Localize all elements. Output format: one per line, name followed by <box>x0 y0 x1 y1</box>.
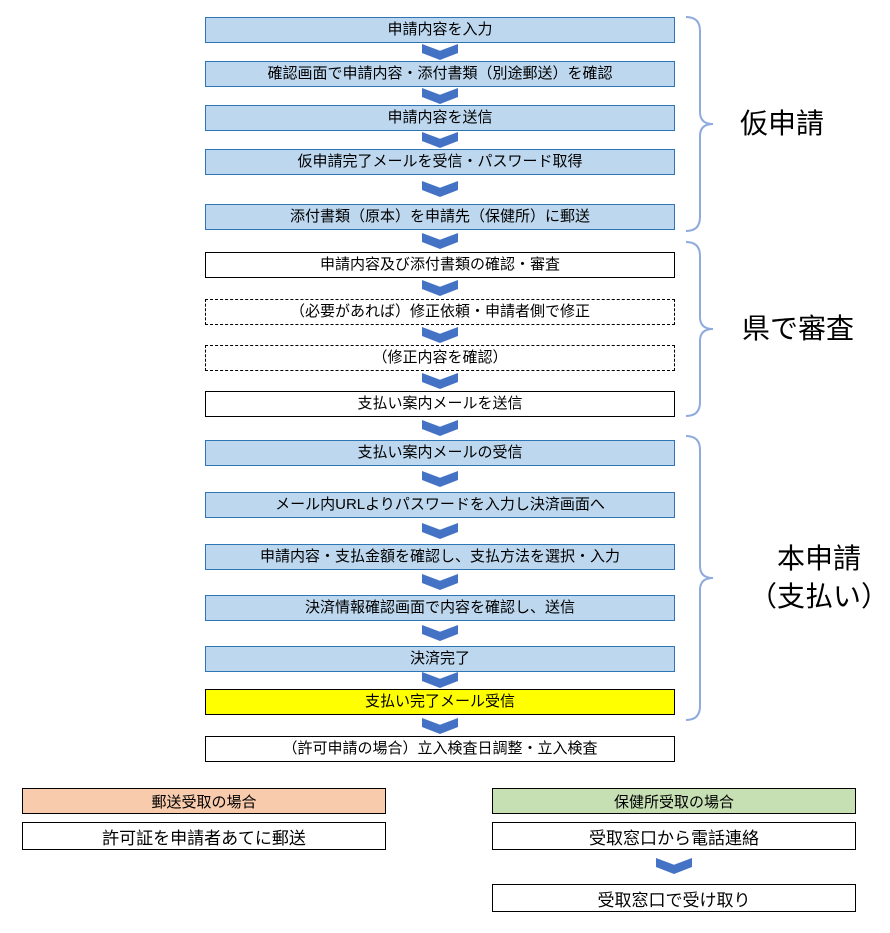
phase-label-main-line1: 本申請 <box>776 543 861 574</box>
flow-step-14: 決済完了 <box>205 646 675 672</box>
flow-step-label: 支払い案内メールの受信 <box>357 443 523 461</box>
flow-step-9: 支払い案内メールを送信 <box>205 391 675 417</box>
branch-step-healthcenter-2: 受取窓口で受け取り <box>492 884 856 912</box>
phase-label-main: 本申請 （支払い） <box>734 540 890 616</box>
arrow-down-icon <box>422 373 458 389</box>
flow-step-7: （必要があれば）修正依頼・申請者側で修正 <box>205 299 675 325</box>
arrow-down-icon <box>422 718 458 734</box>
flow-step-12: 申請内容・支払金額を確認し、支払方法を選択・入力 <box>205 544 675 570</box>
flow-step-label: 仮申請完了メールを受信・パスワード取得 <box>297 152 583 170</box>
arrow-down-icon <box>422 181 458 197</box>
flow-step-2: 確認画面で申請内容・添付書類（別途郵送）を確認 <box>205 61 675 87</box>
flow-step-label: 添付書類（原本）を申請先（保健所）に郵送 <box>289 207 590 225</box>
arrow-down-icon <box>422 88 458 104</box>
arrow-down-icon <box>422 420 458 436</box>
flow-step-5: 添付書類（原本）を申請先（保健所）に郵送 <box>205 204 675 230</box>
phase-label-provisional: 仮申請 <box>740 108 825 139</box>
arrow-down-icon <box>422 574 458 590</box>
arrow-down-icon <box>422 625 458 641</box>
flow-step-label: 決済情報確認画面で内容を確認し、送信 <box>304 598 575 616</box>
flow-step-16: （許可申請の場合）立入検査日調整・立入検査 <box>205 736 675 762</box>
flow-step-label: 申請内容及び添付書類の確認・審査 <box>319 255 560 273</box>
arrow-down-icon <box>422 44 458 60</box>
flow-step-4: 仮申請完了メールを受信・パスワード取得 <box>205 149 675 175</box>
flow-step-label: 確認画面で申請内容・添付書類（別途郵送）を確認 <box>267 64 613 82</box>
arrow-down-icon <box>422 233 458 249</box>
phase-label-main-line2: （支払い） <box>748 581 889 612</box>
phase-brace-icon <box>685 241 714 417</box>
branch-step-mail-1: 許可証を申請者あてに郵送 <box>22 822 386 850</box>
arrow-down-icon <box>422 471 458 487</box>
phase-label-review: 県で審査 <box>742 313 855 344</box>
branch-header-healthcenter: 保健所受取の場合 <box>492 788 856 814</box>
flow-step-label: 申請内容を入力 <box>387 20 493 38</box>
branch-header-mail: 郵送受取の場合 <box>22 788 386 814</box>
arrow-down-icon <box>422 523 458 539</box>
arrow-down-icon <box>422 132 458 148</box>
flow-step-label: 申請内容を送信 <box>387 108 493 126</box>
phase-brace-icon <box>685 435 714 721</box>
phase-brace-icon <box>685 16 714 232</box>
flow-step-3: 申請内容を送信 <box>205 105 675 131</box>
flow-step-label: （修正内容を確認） <box>372 348 508 366</box>
flow-step-label: 支払い案内メールを送信 <box>357 394 523 412</box>
branch-step-healthcenter-1: 受取窓口から電話連絡 <box>492 822 856 850</box>
flow-step-6: 申請内容及び添付書類の確認・審査 <box>205 252 675 278</box>
flow-step-label: 支払い完了メール受信 <box>364 692 515 710</box>
arrow-down-icon <box>422 280 458 296</box>
flow-step-label: （必要があれば）修正依頼・申請者側で修正 <box>289 302 590 320</box>
flow-step-11: メール内URLよりパスワードを入力し決済画面へ <box>205 492 675 518</box>
flow-step-label: 申請内容・支払金額を確認し、支払方法を選択・入力 <box>259 547 620 565</box>
flow-step-label: 決済完了 <box>409 649 470 667</box>
flow-step-15: 支払い完了メール受信 <box>205 689 675 715</box>
flow-step-8: （修正内容を確認） <box>205 345 675 371</box>
flow-step-10: 支払い案内メールの受信 <box>205 440 675 466</box>
arrow-down-icon <box>422 672 458 688</box>
flow-step-1: 申請内容を入力 <box>205 17 675 43</box>
flow-step-13: 決済情報確認画面で内容を確認し、送信 <box>205 595 675 621</box>
arrow-down-icon <box>656 858 692 874</box>
flow-step-label: メール内URLよりパスワードを入力し決済画面へ <box>275 495 605 513</box>
flow-step-label: （許可申請の場合）立入検査日調整・立入検査 <box>282 739 598 757</box>
arrow-down-icon <box>422 327 458 343</box>
